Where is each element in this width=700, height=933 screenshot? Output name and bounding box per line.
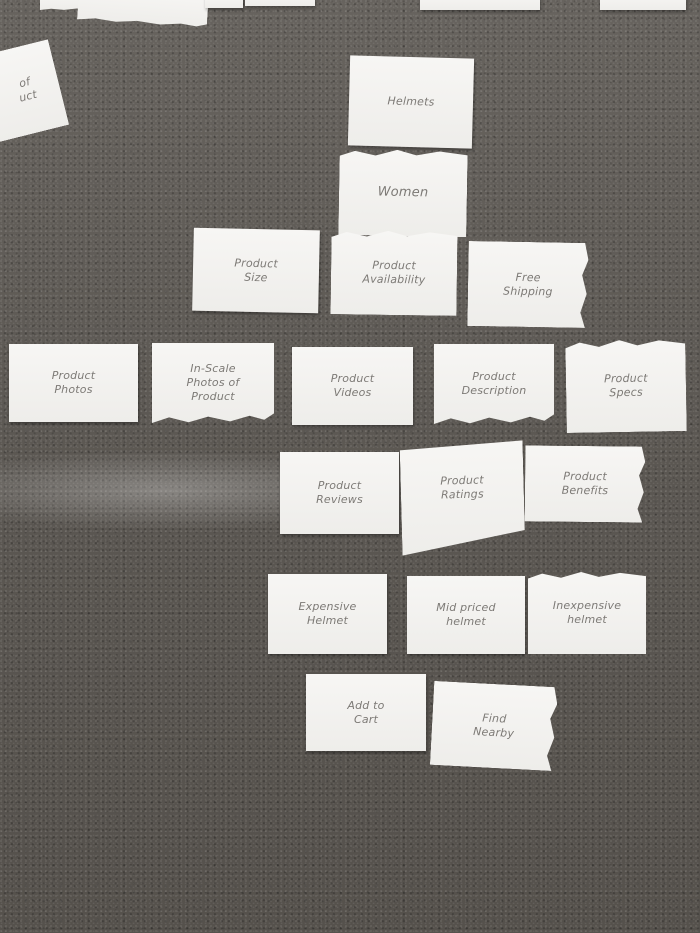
card-find-nearby: Find Nearby bbox=[430, 681, 558, 771]
card-partial-left-label: of uct bbox=[17, 74, 39, 105]
top-edge-card-6 bbox=[600, 0, 686, 10]
top-edge-card-5 bbox=[420, 0, 540, 10]
card-midpriced-helmet-label: Mid priced helmet bbox=[436, 601, 496, 628]
card-free-shipping: Free Shipping bbox=[467, 241, 588, 328]
card-product-videos-label: Product Videos bbox=[330, 372, 375, 399]
card-product-ratings: Product Ratings bbox=[400, 440, 526, 555]
card-in-scale-photos: In-Scale Photos of Product bbox=[152, 343, 274, 423]
top-edge-card-3 bbox=[205, 0, 243, 8]
card-free-shipping-label: Free Shipping bbox=[502, 270, 553, 298]
card-product-description-label: Product Description bbox=[461, 370, 527, 397]
card-product-ratings-label: Product Ratings bbox=[440, 473, 485, 502]
card-product-size: Product Size bbox=[192, 227, 320, 314]
card-product-availability: Product Availability bbox=[330, 230, 457, 316]
card-add-to-cart: Add to Cart bbox=[306, 674, 426, 751]
card-product-reviews-label: Product Reviews bbox=[316, 479, 363, 506]
card-inexpensive-helmet-label: Inexpensive helmet bbox=[552, 599, 622, 626]
card-product-photos-label: Product Photos bbox=[51, 369, 96, 396]
card-partial-left: of uct bbox=[0, 39, 69, 149]
card-product-description: Product Description bbox=[434, 344, 554, 424]
card-product-videos: Product Videos bbox=[292, 347, 413, 425]
card-product-benefits: Product Benefits bbox=[525, 445, 646, 522]
card-expensive-helmet-label: Expensive Helmet bbox=[298, 600, 357, 627]
card-expensive-helmet: Expensive Helmet bbox=[268, 574, 387, 654]
card-product-reviews: Product Reviews bbox=[280, 452, 399, 534]
card-women: Women bbox=[338, 149, 467, 237]
card-midpriced-helmet: Mid priced helmet bbox=[407, 576, 525, 654]
card-product-availability-label: Product Availability bbox=[362, 258, 426, 287]
card-helmets-label: Helmets bbox=[387, 94, 435, 109]
top-edge-card-2 bbox=[77, 0, 209, 28]
card-product-specs-label: Product Specs bbox=[603, 371, 648, 400]
card-women-label: Women bbox=[377, 184, 429, 201]
card-in-scale-photos-label: In-Scale Photos of Product bbox=[186, 362, 240, 403]
card-inexpensive-helmet: Inexpensive helmet bbox=[528, 572, 646, 654]
card-helmets: Helmets bbox=[347, 55, 475, 149]
card-product-size-label: Product Size bbox=[234, 256, 279, 284]
card-product-specs: Product Specs bbox=[565, 339, 687, 433]
top-edge-card-4 bbox=[245, 0, 315, 6]
card-product-benefits-label: Product Benefits bbox=[561, 469, 609, 498]
card-product-photos: Product Photos bbox=[9, 344, 138, 422]
card-add-to-cart-label: Add to Cart bbox=[347, 698, 385, 726]
card-find-nearby-label: Find Nearby bbox=[472, 711, 515, 741]
